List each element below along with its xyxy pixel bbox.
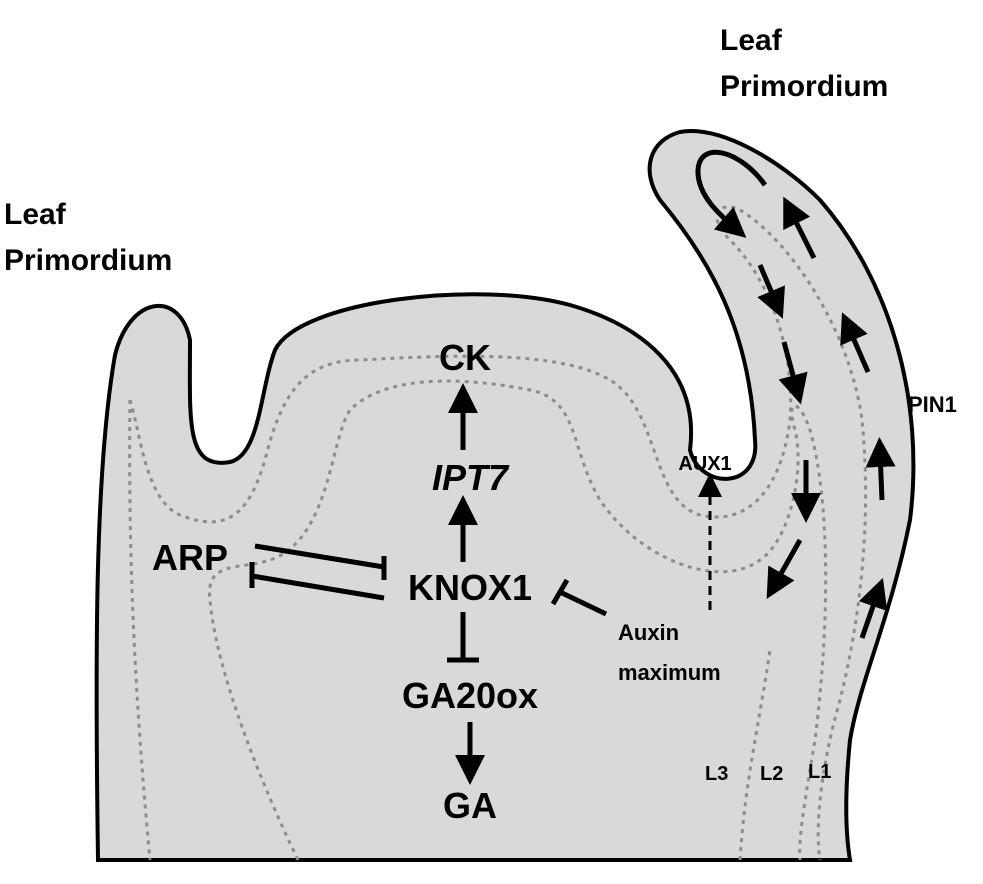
aux1-label: AUX1 (678, 453, 731, 475)
auxin-inhibits-knox1-bar (550, 578, 570, 606)
layer-label-l1: L1 (808, 761, 831, 783)
leaf-primordium-right-label: Leaf Primordium (720, 24, 888, 103)
l2-l3-boundary (128, 205, 868, 861)
pin1-upward-arrow (858, 577, 888, 639)
pin1-upward-arrow (840, 312, 871, 373)
ga20ox-label: GA20ox (402, 675, 538, 716)
pin1-downward-arrow (766, 538, 803, 600)
auxin-maximum-label: Auxin maximum (618, 620, 721, 685)
pin1-upward-arrow (783, 196, 817, 260)
pin1-upward-arrow (865, 437, 896, 501)
layer-label-l2: L2 (760, 763, 783, 785)
inner-right-boundary (738, 649, 772, 861)
pin1-label: PIN1 (908, 392, 957, 417)
knox1-label: KNOX1 (408, 567, 532, 608)
pin1-apex-curl-arrow (695, 149, 768, 238)
arp-inhibits-knox1 (254, 543, 385, 570)
shoot-apical-meristem-outline (94, 129, 916, 862)
knox1-inhibits-arp (251, 573, 385, 601)
arp-label: ARP (152, 537, 228, 578)
inner-layer-boundary (128, 399, 152, 861)
ipt7-label: IPT7 (432, 457, 510, 498)
pin1-downward-arrow (757, 264, 785, 319)
ga-label: GA (443, 785, 497, 826)
pin1-downward-arrow (778, 341, 808, 405)
ck-label: CK (439, 337, 491, 378)
auxin-inhibits-knox1 (558, 589, 608, 617)
leaf-primordium-left-label: Leaf Primordium (4, 198, 172, 277)
layer-label-l3: L3 (705, 763, 728, 785)
